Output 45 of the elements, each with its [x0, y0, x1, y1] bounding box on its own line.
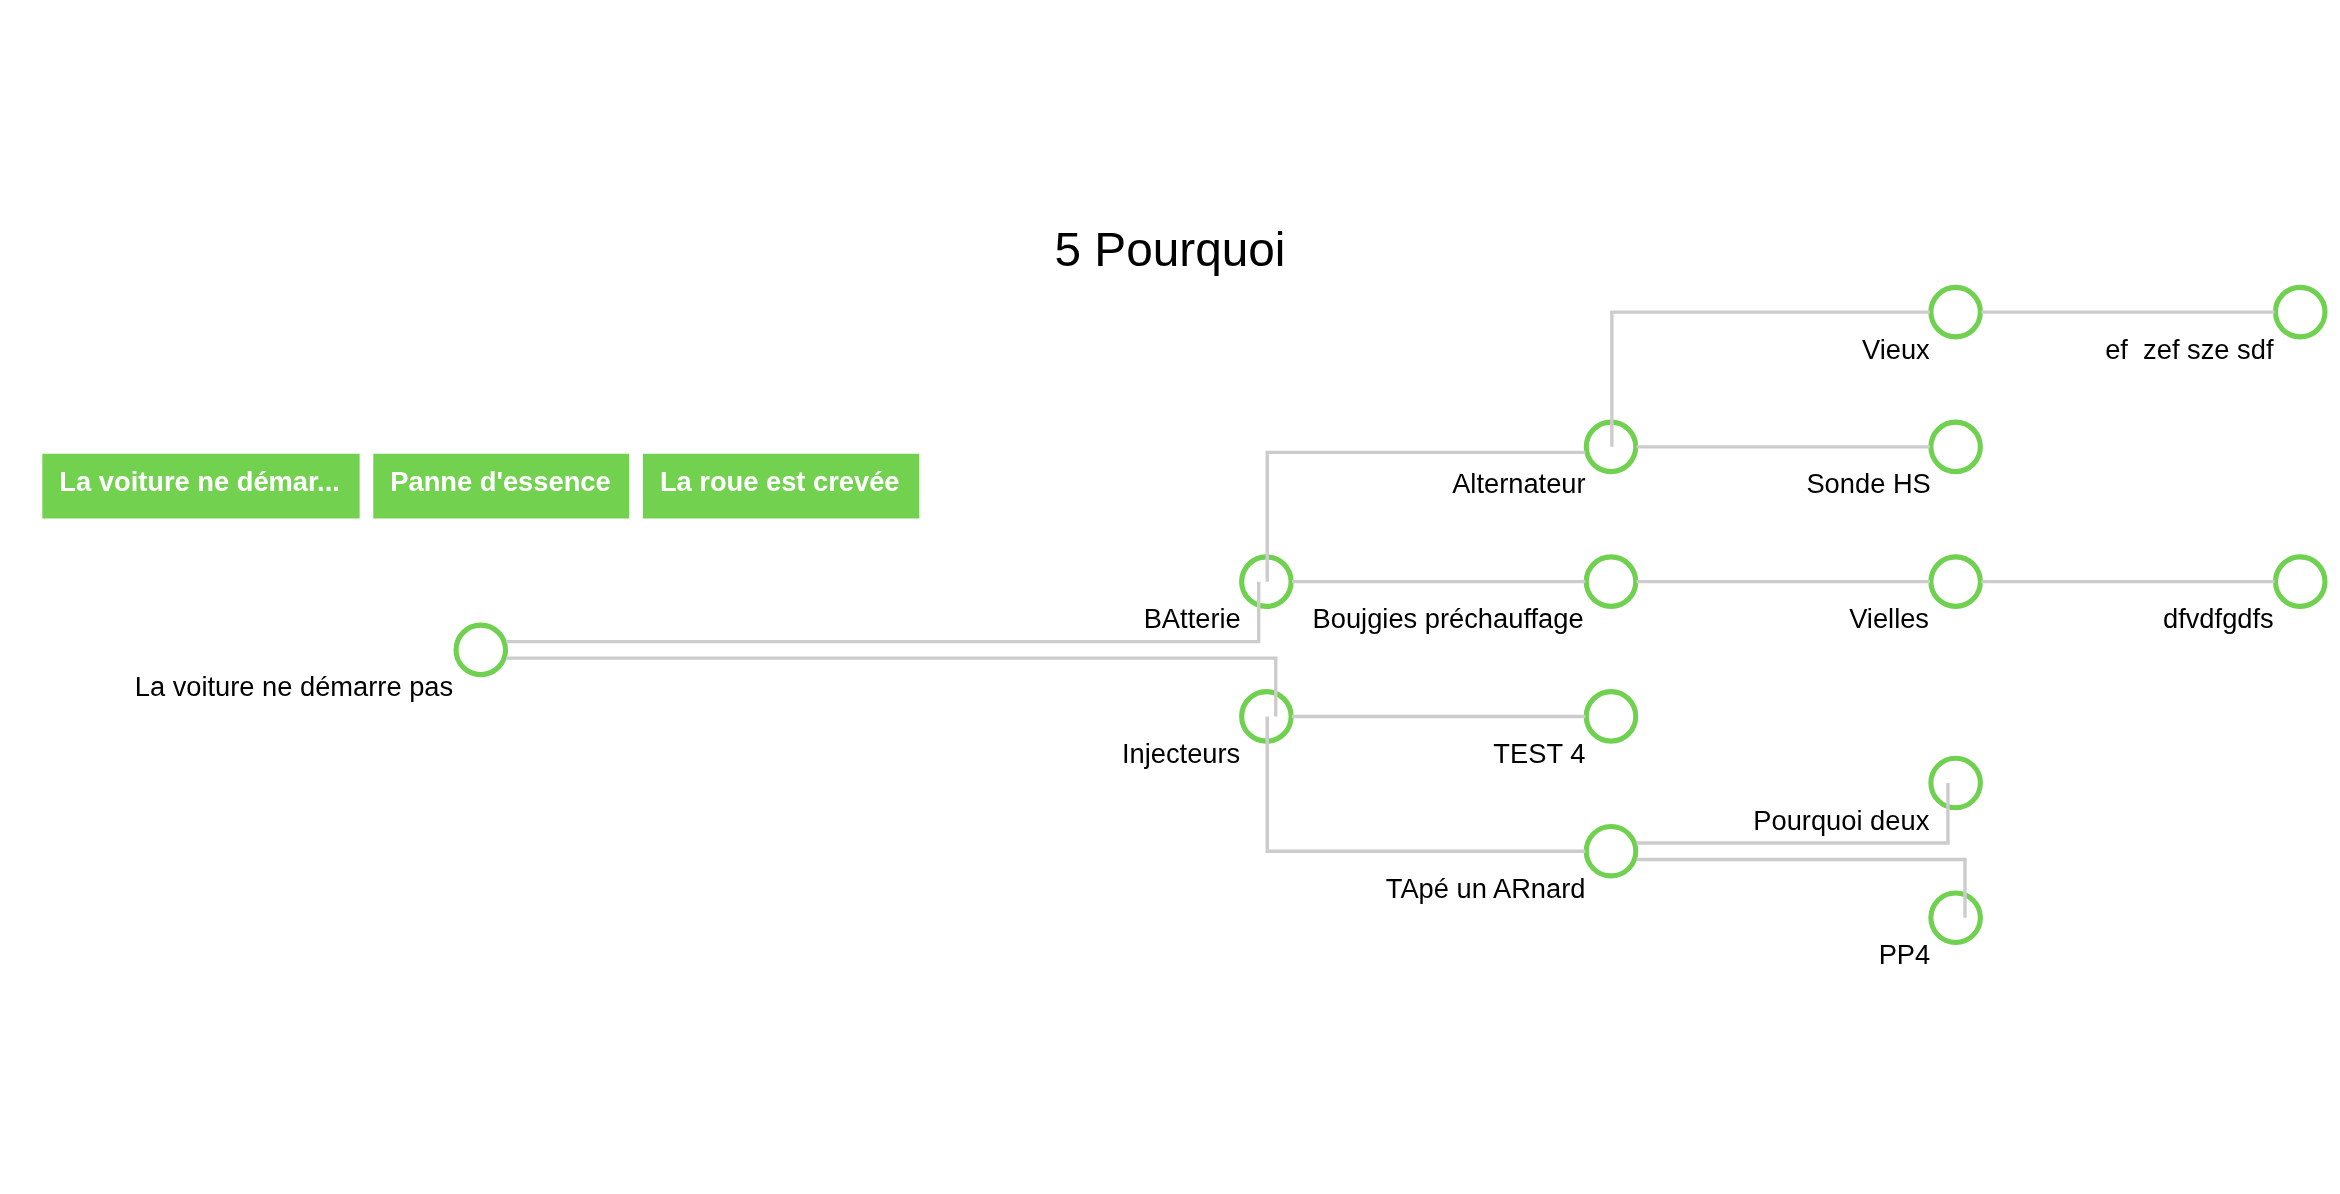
- node-circle: [1583, 689, 1639, 744]
- connector: [506, 656, 1278, 717]
- connector: [1981, 579, 2275, 584]
- node-circle: [1239, 554, 1294, 609]
- node-circle: [1583, 419, 1639, 475]
- connector: [506, 581, 1261, 644]
- node-label: PP4: [1878, 939, 1931, 971]
- node-label: TApé un ARnard: [1385, 872, 1586, 904]
- node-label: Sonde HS: [1806, 468, 1931, 500]
- node-label: Vieux: [1862, 333, 1930, 365]
- connector: [1981, 310, 2275, 314]
- node-circle: [1928, 890, 1983, 946]
- node-label: dfvdfgdfs: [2162, 603, 2274, 635]
- connector: [1636, 445, 1931, 449]
- node-label: Vielles: [1849, 603, 1930, 635]
- node-label: La voiture ne démarre pas: [134, 671, 454, 703]
- node-label: ef zef sze sdf: [2105, 333, 2274, 365]
- connector: [1610, 310, 1931, 447]
- node-label: TEST 4: [1493, 738, 1586, 769]
- node-circle: [2272, 554, 2328, 609]
- node-circle: [1928, 419, 1983, 475]
- node-circle: [1928, 554, 1983, 609]
- connector: [1265, 716, 1586, 853]
- node-label: Boujgies préchauffage: [1312, 603, 1584, 635]
- node-label: Injecteurs: [1121, 738, 1241, 769]
- connector: [1265, 450, 1586, 582]
- node-circle: [453, 622, 509, 678]
- connector: [1636, 579, 1931, 584]
- node-circle: [1239, 689, 1294, 744]
- connector: [1292, 714, 1586, 719]
- label: Panne d'essence: [390, 465, 611, 497]
- connector: [1636, 782, 1950, 845]
- connector: [1292, 579, 1586, 584]
- node-circle: [1928, 755, 1983, 811]
- node-circle: [1583, 823, 1639, 879]
- node-label: Pourquoi deux: [1753, 804, 1930, 836]
- label: La voiture ne démar...: [59, 465, 340, 497]
- node-circle: [1583, 554, 1639, 609]
- diagram-title: 5 Pourquoi: [1054, 222, 1286, 276]
- node-label: BAtterie: [1143, 603, 1241, 635]
- node-circle: [2272, 284, 2328, 340]
- node-circle: [1928, 284, 1983, 340]
- node-label: Alternateur: [1452, 468, 1586, 500]
- connector: [1636, 857, 1967, 918]
- label: La roue est crevée: [659, 465, 900, 497]
